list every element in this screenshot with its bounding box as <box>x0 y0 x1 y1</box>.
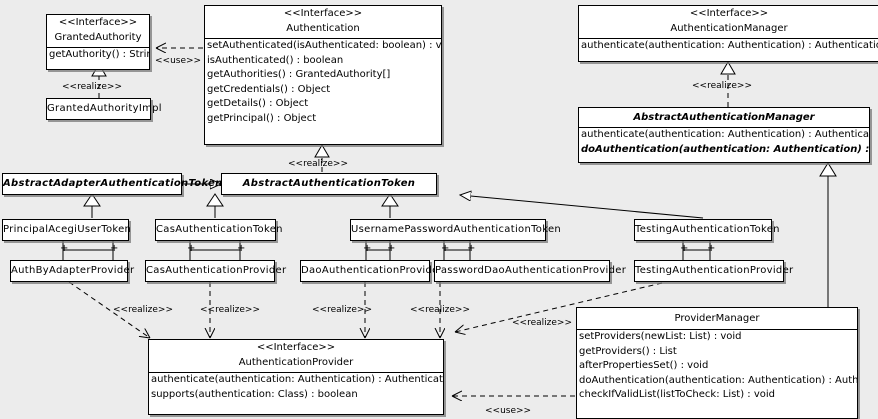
class-cas-authentication-token[interactable]: CasAuthenticationToken <box>155 219 283 241</box>
member-item: authenticate(authentication: Authenticat… <box>581 40 878 51</box>
class-name: DaoAuthenticationProvider <box>301 265 444 276</box>
class-name: ProviderManager <box>674 313 760 324</box>
visibility-marker: + <box>707 243 716 254</box>
class-authentication-manager[interactable]: <<Interface>> AuthenticationManager auth… <box>578 5 878 62</box>
class-auth-by-adapter-provider[interactable]: AuthByAdapterProvider <box>10 260 135 282</box>
relationship-label-realize-dao-provider: <<realize>> <box>312 305 372 315</box>
visibility-marker: + <box>237 243 246 254</box>
member-item: supports(authentication: Class) : boolea… <box>151 388 358 400</box>
class-name: AuthByAdapterProvider <box>11 265 135 276</box>
class-name: AuthenticationManager <box>670 23 788 34</box>
visibility-marker: + <box>110 243 119 254</box>
member-item: setAuthenticated(isAuthenticated: boolea… <box>207 40 441 51</box>
class-header: <<Interface>> AuthenticationProvider <box>149 340 443 372</box>
member-list: setAuthenticated(isAuthenticated: boolea… <box>205 38 441 126</box>
class-name: CasAuthenticationToken <box>156 224 283 235</box>
class-header: <<Interface>> AuthenticationManager <box>579 6 878 38</box>
class-provider-manager[interactable]: ProviderManager setProviders(newList: Li… <box>576 307 858 419</box>
member-item: authenticate(authentication: Authenticat… <box>151 374 443 385</box>
member-item: getCredentials() : Object <box>207 83 331 95</box>
relationship-label-realize-abstract-authentication-token: <<realize>> <box>288 159 348 169</box>
stereotype-label: <<Interface>> <box>256 342 336 353</box>
class-header: <<Interface>> Authentication <box>205 6 441 38</box>
member-item: getPrincipal() : Object <box>207 112 317 124</box>
member-item: afterPropertiesSet() : void <box>579 360 709 371</box>
class-name: CasAuthenticationProvider <box>146 265 287 276</box>
class-name: UsernamePasswordAuthenticationToken <box>351 224 562 235</box>
class-name: GrantedAuthority <box>54 32 142 43</box>
class-cas-authentication-provider[interactable]: CasAuthenticationProvider <box>145 260 287 282</box>
class-name: TestingAuthenticationProvider <box>635 265 794 276</box>
visibility-marker: + <box>441 243 450 254</box>
relationship-label-realize-password-dao-provider: <<realize>> <box>410 305 470 315</box>
class-principal-acegi-user-token[interactable]: PrincipalAcegiUserToken <box>2 219 132 241</box>
class-header: <<Interface>> GrantedAuthority <box>47 15 149 47</box>
member-list: setProviders(newList: List) : void getPr… <box>577 329 857 403</box>
visibility-marker: + <box>467 243 476 254</box>
class-testing-authentication-provider[interactable]: TestingAuthenticationProvider <box>634 260 794 282</box>
member-item: checkIfValidList(listToCheck: List) : vo… <box>579 389 776 400</box>
class-header: AbstractAuthenticationManager <box>579 108 869 127</box>
class-authentication-provider[interactable]: <<Interface>> AuthenticationProvider aut… <box>148 339 444 415</box>
member-item: doAuthentication(authentication: Authent… <box>581 143 869 155</box>
visibility-marker: + <box>363 243 372 254</box>
member-item: getAuthorities() : GrantedAuthority[] <box>207 69 391 80</box>
stereotype-label: <<Interface>> <box>58 17 138 28</box>
relationship-label-realize-cas-provider: <<realize>> <box>200 305 260 315</box>
member-item: getDetails() : Object <box>207 98 309 109</box>
stereotype-label: <<Interface>> <box>283 8 363 19</box>
class-abstract-adapter-authentication-token[interactable]: AbstractAdapterAuthenticationToken <box>2 173 223 195</box>
relationship-label-realize-abstract-authentication-manager: <<realize>> <box>692 81 752 91</box>
member-list: authenticate(authentication: Authenticat… <box>149 372 443 402</box>
member-item: getAuthority() : String <box>49 49 149 60</box>
class-name: AbstractAdapterAuthenticationToken <box>3 178 223 189</box>
class-abstract-authentication-manager[interactable]: AbstractAuthenticationManager authentica… <box>578 107 870 163</box>
member-item: setProviders(newList: List) : void <box>579 331 742 342</box>
class-username-password-authentication-token[interactable]: UsernamePasswordAuthenticationToken <box>350 219 562 241</box>
visibility-marker: + <box>387 243 396 254</box>
member-list: authenticate(authentication: Authenticat… <box>579 38 878 54</box>
member-item: doAuthentication(authentication: Authent… <box>579 374 857 386</box>
relationship-label-use-provider-manager: <<use>> <box>485 406 532 416</box>
class-abstract-authentication-token[interactable]: AbstractAuthenticationToken <box>221 173 437 195</box>
class-name: Authentication <box>286 23 360 34</box>
relationship-label-realize-provider-manager: <<realize>> <box>512 318 572 328</box>
member-item: getProviders() : List <box>579 345 677 357</box>
class-name: PrincipalAcegiUserToken <box>3 224 132 235</box>
relationship-label-realize-granted-authority-impl: <<realize>> <box>62 82 122 92</box>
visibility-marker: + <box>187 243 196 254</box>
class-authentication[interactable]: <<Interface>> Authentication setAuthenti… <box>204 5 442 145</box>
visibility-marker: + <box>680 243 689 254</box>
class-name: PasswordDaoAuthenticationProvider <box>435 265 627 276</box>
class-password-dao-authentication-provider[interactable]: PasswordDaoAuthenticationProvider <box>434 260 627 282</box>
class-testing-authentication-token[interactable]: TestingAuthenticationToken <box>634 219 780 241</box>
class-name: AuthenticationProvider <box>238 357 354 368</box>
class-granted-authority[interactable]: <<Interface>> GrantedAuthority getAuthor… <box>46 14 150 70</box>
class-dao-authentication-provider[interactable]: DaoAuthenticationProvider <box>300 260 444 282</box>
stereotype-label: <<Interface>> <box>689 8 769 19</box>
class-name: AbstractAuthenticationManager <box>633 112 815 123</box>
relationship-label-realize-auth-by-adapter: <<realize>> <box>113 305 173 315</box>
class-name: AbstractAuthenticationToken <box>242 178 416 189</box>
class-granted-authority-impl[interactable]: GrantedAuthorityImpl <box>46 98 162 120</box>
visibility-marker: + <box>60 243 69 254</box>
relationship-label-use-granted-authority: <<use>> <box>155 56 202 66</box>
class-name: GrantedAuthorityImpl <box>47 103 162 114</box>
member-list: getAuthority() : String <box>47 47 149 63</box>
class-name: TestingAuthenticationToken <box>635 224 780 235</box>
class-header: ProviderManager <box>577 308 857 329</box>
member-list: authenticate(authentication: Authenticat… <box>579 127 869 157</box>
member-item: isAuthenticated() : boolean <box>207 54 344 66</box>
member-item: authenticate(authentication: Authenticat… <box>581 129 869 140</box>
